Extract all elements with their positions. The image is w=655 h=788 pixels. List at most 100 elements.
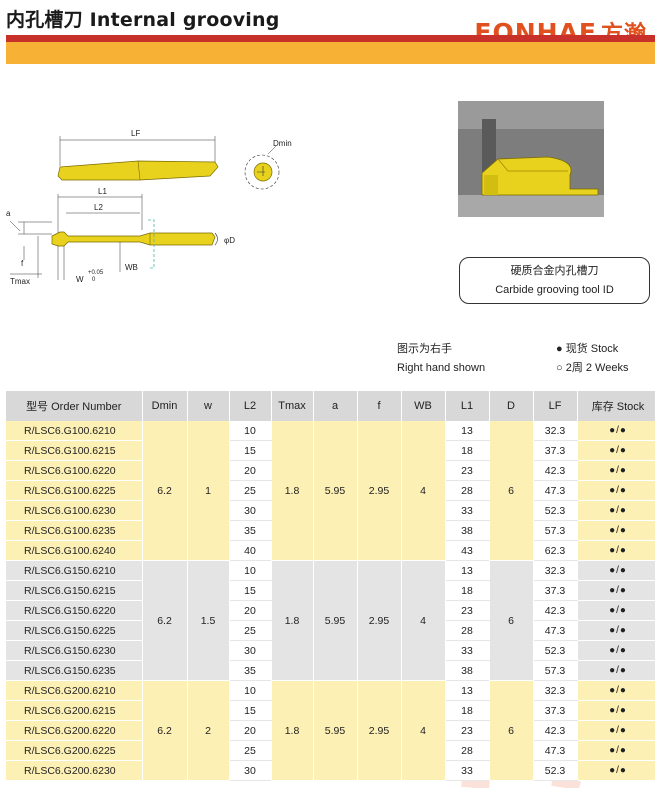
stock-value: ●/● — [577, 740, 655, 761]
table-row: R/LSC6.G150.6230 30 33 52.3 ●/● — [6, 640, 655, 661]
l1-value: 28 — [445, 480, 490, 501]
header-red-bar — [6, 35, 655, 42]
spec-table: 型号 Order Number Dmin w L2 Tmax a f WB L1… — [6, 391, 655, 781]
stock-legend-stock: ● 现货 Stock — [556, 343, 619, 355]
col-d: D — [489, 391, 534, 421]
order-number: R/LSC6.G200.6215 — [6, 700, 143, 721]
l2-value: 15 — [229, 440, 272, 461]
table-row: R/LSC6.G150.6225 25 28 47.3 ●/● — [6, 620, 655, 641]
table-row: R/LSC6.G150.6235 35 38 57.3 ●/● — [6, 660, 655, 681]
hand-note: 图示为右手 Right hand shown — [397, 340, 485, 378]
w-value: 1.5 — [187, 560, 230, 681]
stock-value: ●/● — [577, 520, 655, 541]
order-number: R/LSC6.G100.6240 — [6, 540, 143, 561]
col-l1: L1 — [445, 391, 490, 421]
lf-value: 42.3 — [533, 460, 578, 481]
tol-upper: +0.05 — [88, 270, 104, 276]
tmax-value: 1.8 — [271, 680, 314, 781]
caption-en: Carbide grooving tool ID — [495, 284, 614, 296]
col-tmax: Tmax — [271, 391, 314, 421]
header-orange-bar — [6, 42, 655, 64]
f-label: f — [21, 259, 24, 268]
tool-side-view — [51, 231, 218, 247]
lf-value: 32.3 — [533, 421, 578, 441]
lf-value: 42.3 — [533, 720, 578, 741]
stock-value: ●/● — [577, 540, 655, 561]
l2-value: 25 — [229, 480, 272, 501]
stock-value: ●/● — [577, 560, 655, 581]
lf-value: 47.3 — [533, 480, 578, 501]
l1-value: 38 — [445, 520, 490, 541]
table-row: R/LSC6.G150.6220 20 23 42.3 ●/● — [6, 600, 655, 621]
l2-value: 35 — [229, 520, 272, 541]
w-value: 2 — [187, 680, 230, 781]
stock-value: ●/● — [577, 421, 655, 441]
l2-value: 40 — [229, 540, 272, 561]
order-number: R/LSC6.G200.6225 — [6, 740, 143, 761]
col-l2: L2 — [229, 391, 272, 421]
caption-cn: 硬质合金内孔槽刀 — [510, 265, 599, 277]
l2-value: 25 — [229, 620, 272, 641]
tmax-value: 1.8 — [271, 560, 314, 681]
lf-value: 42.3 — [533, 600, 578, 621]
stock-value: ●/● — [577, 600, 655, 621]
stock-value: ●/● — [577, 580, 655, 601]
tool-dimension-drawing: LF Dmin L1 L2 φD a f Tmax W +0.05 0 WB — [6, 129, 292, 286]
d-value: 6 — [489, 560, 534, 681]
lf-label: LF — [131, 129, 140, 138]
order-number: R/LSC6.G150.6210 — [6, 560, 143, 581]
stock-value: ●/● — [577, 500, 655, 521]
table-row: R/LSC6.G100.6220 20 23 42.3 ●/● — [6, 460, 655, 481]
order-number: R/LSC6.G100.6210 — [6, 421, 143, 441]
order-number: R/LSC6.G200.6230 — [6, 760, 143, 781]
table-row: R/LSC6.G100.6210 6.2 1 10 1.8 5.95 2.95 … — [6, 421, 655, 561]
a-value: 5.95 — [313, 680, 358, 781]
l1-value: 38 — [445, 660, 490, 681]
dmin-label: Dmin — [273, 139, 292, 148]
order-number: R/LSC6.G200.6210 — [6, 680, 143, 701]
l1-value: 18 — [445, 700, 490, 721]
lf-value: 32.3 — [533, 560, 578, 581]
lf-value: 52.3 — [533, 760, 578, 781]
d-value: 6 — [489, 680, 534, 781]
w-label: W — [76, 275, 84, 284]
lf-value: 47.3 — [533, 620, 578, 641]
lf-value: 37.3 — [533, 440, 578, 461]
l2-value: 30 — [229, 760, 272, 781]
table-row: R/LSC6.G100.6235 35 38 57.3 ●/● — [6, 520, 655, 541]
dmin-value: 6.2 — [142, 680, 188, 781]
tool-in-bore-illustration — [458, 101, 604, 217]
tol-lower: 0 — [92, 277, 96, 283]
col-order-number: 型号 Order Number — [6, 391, 143, 421]
wb-value: 4 — [401, 680, 446, 781]
stock-value: ●/● — [577, 620, 655, 641]
order-number: R/LSC6.G100.6230 — [6, 500, 143, 521]
col-a: a — [313, 391, 358, 421]
stock-value: ●/● — [577, 640, 655, 661]
wb-value: 4 — [401, 560, 446, 681]
stock-value: ●/● — [577, 720, 655, 741]
tool-caption: 硬质合金内孔槽刀 Carbide grooving tool ID — [459, 257, 650, 304]
stock-value: ●/● — [577, 480, 655, 501]
order-number: R/LSC6.G150.6220 — [6, 600, 143, 621]
order-number: R/LSC6.G150.6215 — [6, 580, 143, 601]
table-header-row: 型号 Order Number Dmin w L2 Tmax a f WB L1… — [6, 391, 655, 421]
wb-label: WB — [125, 263, 138, 272]
tool-top-view — [57, 160, 219, 181]
table-row: R/LSC6.G200.6230 30 33 52.3 ●/● — [6, 760, 655, 781]
stock-legend-weeks: ○ 2周 2 Weeks — [556, 362, 629, 374]
wb-value: 4 — [401, 421, 446, 561]
l1-value: 43 — [445, 540, 490, 561]
order-number: R/LSC6.G150.6230 — [6, 640, 143, 661]
l1-value: 23 — [445, 720, 490, 741]
l2-value: 20 — [229, 600, 272, 621]
table-row: R/LSC6.G100.6225 25 28 47.3 ●/● — [6, 480, 655, 501]
tmax-value: 1.8 — [271, 421, 314, 561]
l2-label: L2 — [94, 203, 103, 212]
table-row: R/LSC6.G200.6210 6.2 2 10 1.8 5.95 2.95 … — [6, 680, 655, 781]
l2-value: 30 — [229, 640, 272, 661]
l2-value: 20 — [229, 460, 272, 481]
col-stock: 库存 Stock — [577, 391, 655, 421]
table-row: R/LSC6.G150.6215 15 18 37.3 ●/● — [6, 580, 655, 601]
table-row: R/LSC6.G200.6220 20 23 42.3 ●/● — [6, 720, 655, 741]
